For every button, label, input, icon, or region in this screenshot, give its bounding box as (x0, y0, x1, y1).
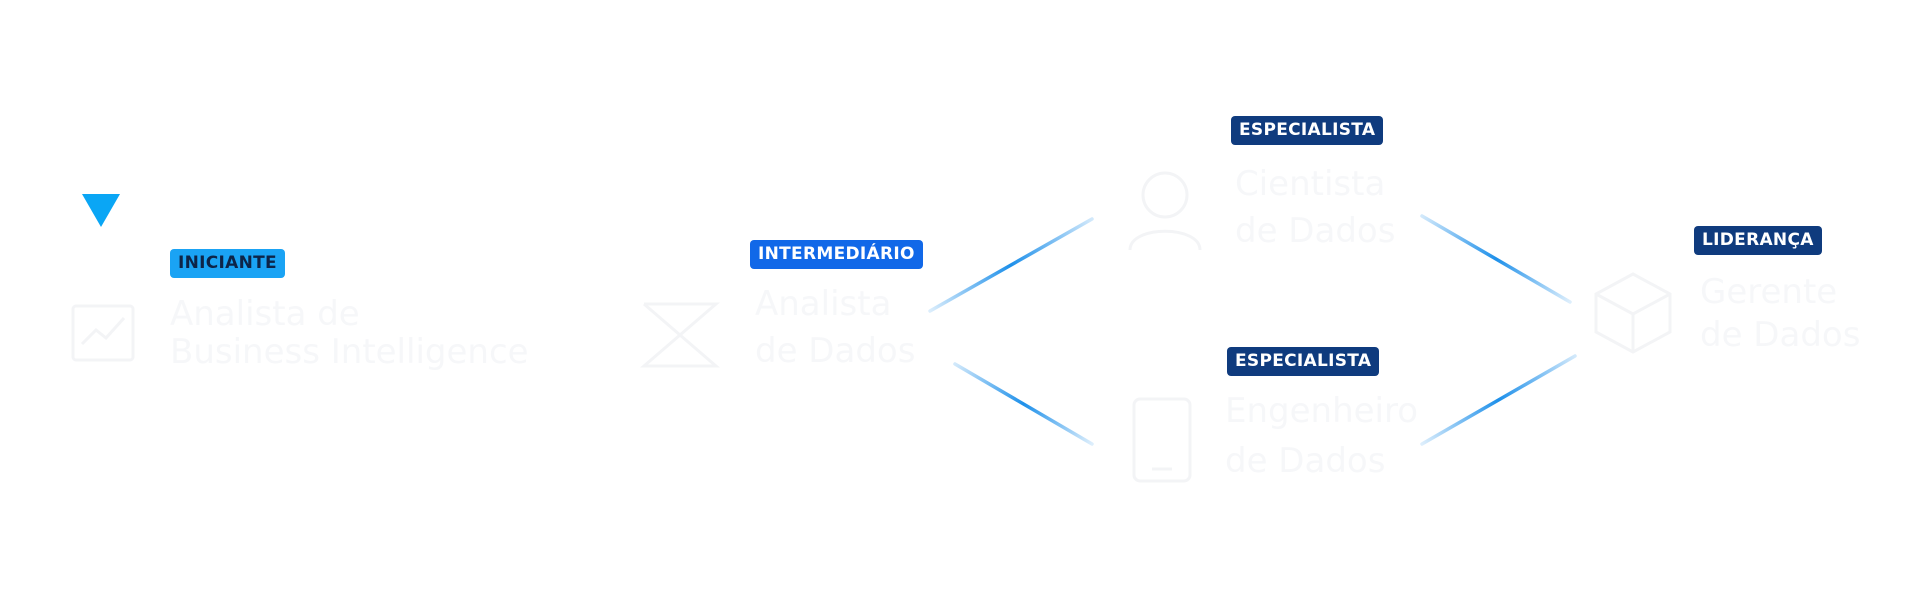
connector-analyst-to-scientist (928, 217, 1094, 313)
device-icon (1132, 397, 1192, 483)
role-title-engineer-line2: de Dados (1225, 441, 1386, 481)
level-badge-lideranca: LIDERANÇA (1694, 226, 1822, 255)
level-badge-iniciante: INICIANTE (170, 249, 285, 278)
connector-engineer-to-manager (1420, 354, 1577, 446)
role-title-bi-line1: Analista de (170, 294, 360, 334)
scientist-icon (1128, 171, 1202, 251)
role-title-analyst-line2: de Dados (755, 331, 916, 371)
level-badge-intermediario: INTERMEDIÁRIO (750, 240, 923, 269)
role-title-scientist-line1: Cientista (1235, 164, 1386, 204)
role-title-bi-line2: Business Intelligence (170, 332, 529, 372)
brand-triangle-icon (82, 194, 120, 227)
level-badge-especialista-engineer: ESPECIALISTA (1227, 347, 1380, 376)
connector-scientist-to-manager (1420, 214, 1572, 304)
cube-icon (1594, 272, 1672, 354)
role-title-analyst-line1: Analista (755, 284, 892, 324)
role-title-manager-line2: de Dados (1700, 315, 1861, 355)
role-title-scientist-line2: de Dados (1235, 211, 1396, 251)
hourglass-icon (640, 302, 720, 368)
connector-analyst-to-engineer (953, 362, 1094, 446)
role-title-manager-line1: Gerente (1700, 272, 1838, 312)
level-badge-especialista-scientist: ESPECIALISTA (1231, 116, 1384, 145)
chart-board-icon (71, 304, 135, 362)
role-title-engineer-line1: Engenheiro (1225, 391, 1419, 431)
